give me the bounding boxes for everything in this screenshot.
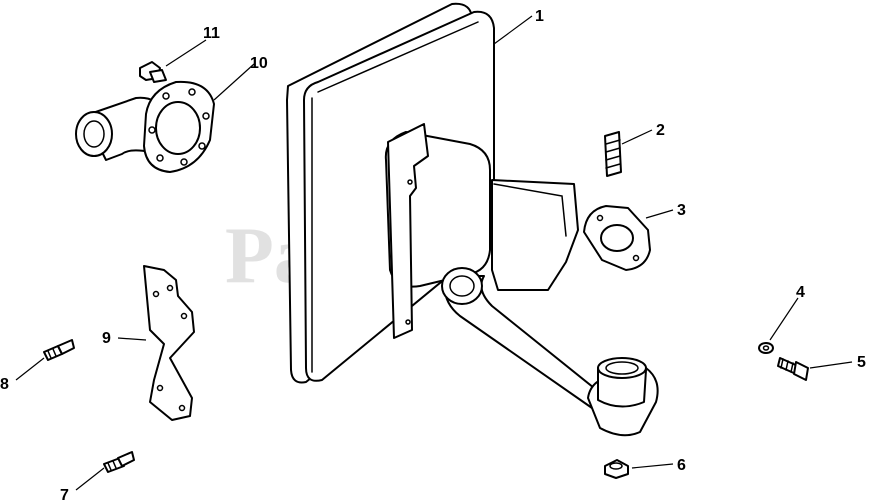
callout-7: 7 [60, 487, 69, 503]
part-10-elbow[interactable] [75, 80, 215, 173]
exhaust-pipe [441, 267, 659, 437]
part-9-bracket[interactable] [143, 265, 195, 421]
callout-9: 9 [102, 330, 111, 347]
callout-3: 3 [677, 202, 686, 219]
callout-10: 10 [250, 55, 268, 72]
part-3-gasket[interactable] [583, 205, 651, 271]
leader-lines [15, 15, 853, 491]
part-2-stud[interactable] [604, 131, 622, 177]
callout-1: 1 [535, 8, 544, 25]
part-4-washer[interactable] [758, 342, 774, 354]
part-1-muffler[interactable] [286, 2, 579, 384]
callout-4: 4 [796, 284, 805, 301]
part-8-bolt[interactable] [43, 339, 75, 361]
callout-8: 8 [0, 376, 9, 393]
callout-11: 11 [203, 25, 220, 42]
part-6-nut[interactable] [604, 459, 629, 479]
part-7-bolt[interactable] [103, 451, 135, 473]
callout-5: 5 [857, 354, 866, 371]
callout-2: 2 [656, 122, 665, 139]
callout-6: 6 [677, 457, 686, 474]
part-11-bolt[interactable] [139, 61, 167, 83]
part-5-screw[interactable] [777, 357, 809, 381]
